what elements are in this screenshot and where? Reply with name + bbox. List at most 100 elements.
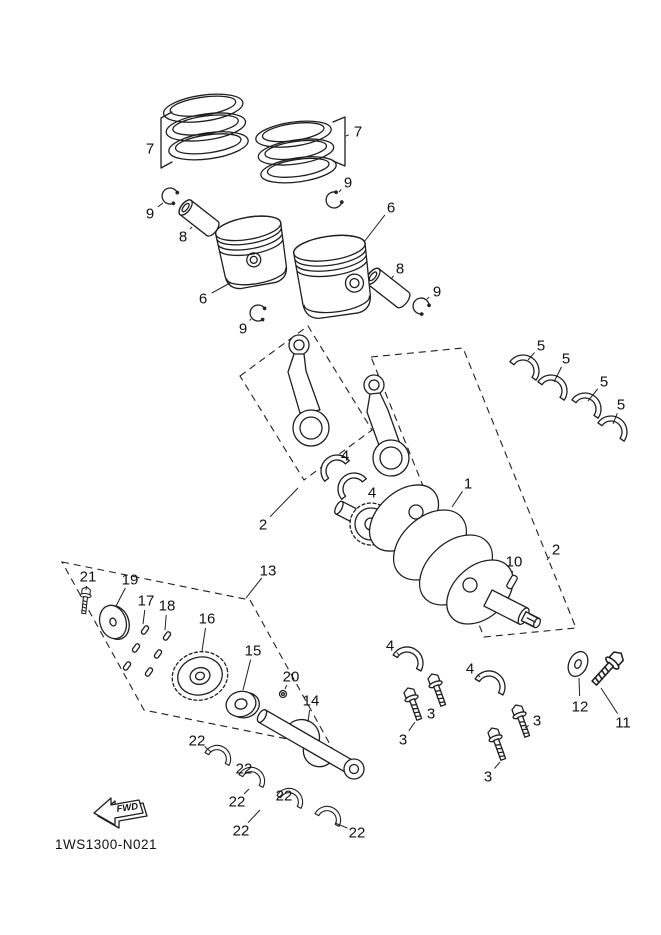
plate-washer-19 <box>98 604 130 640</box>
part-label-7[interactable]: 7 <box>354 123 362 140</box>
leader-line-part-16 <box>201 627 206 652</box>
crank-right-end <box>483 589 542 629</box>
leader-line-part-15 <box>242 659 252 691</box>
leader-line-part-5 <box>587 388 599 402</box>
part-label-8[interactable]: 8 <box>179 228 187 245</box>
bolt-3c <box>484 725 511 763</box>
part-label-14[interactable]: 14 <box>303 692 320 709</box>
part-label-20[interactable]: 20 <box>283 668 300 685</box>
part-label-11[interactable]: 11 <box>615 714 631 731</box>
balancer-gear-16 <box>171 651 229 701</box>
balancer-bearing-22a <box>204 740 236 766</box>
part-label-1[interactable]: 1 <box>464 475 472 492</box>
leader-line-part-19 <box>115 587 126 607</box>
bolt-11 <box>587 647 628 690</box>
small-keys-17-18 <box>122 625 172 677</box>
leader-line-part-22 <box>334 822 348 829</box>
leader-line-part-1 <box>451 491 463 508</box>
part-label-4[interactable]: 4 <box>466 660 474 677</box>
leader-line-part-8 <box>390 275 395 280</box>
leader-line-part-14 <box>307 709 311 723</box>
part-label-22[interactable]: 22 <box>349 824 366 841</box>
leader-line-part-17 <box>142 609 146 625</box>
main-bearing-5c <box>571 386 608 419</box>
part-label-5[interactable]: 5 <box>600 373 608 390</box>
part-label-2[interactable]: 2 <box>552 541 560 558</box>
leader-line-part-3 <box>524 725 529 729</box>
leader-line-part-13 <box>245 577 263 599</box>
connecting-rod-right <box>363 374 410 477</box>
diagram-code: 1WS1300-N021 <box>55 837 157 852</box>
part-label-6[interactable]: 6 <box>387 199 395 216</box>
part-label-3[interactable]: 3 <box>484 768 492 785</box>
part-label-2[interactable]: 2 <box>259 516 267 533</box>
part-label-4[interactable]: 4 <box>341 447 349 464</box>
hub-15 <box>225 690 260 719</box>
leader-line-part-9 <box>426 296 430 300</box>
part-label-5[interactable]: 5 <box>562 350 570 367</box>
part-label-8[interactable]: 8 <box>396 260 404 277</box>
leader-line-part-6 <box>211 282 231 294</box>
part-label-12[interactable]: 12 <box>572 698 589 715</box>
part-label-3[interactable]: 3 <box>427 705 435 722</box>
part-label-22[interactable]: 22 <box>233 822 250 839</box>
leader-line-part-22 <box>247 809 261 824</box>
leader-line-part-6 <box>363 214 386 243</box>
dowel-pin-20 <box>278 689 288 699</box>
part-label-5[interactable]: 5 <box>537 337 545 354</box>
rod-bearing-4d <box>474 664 512 696</box>
part-label-17[interactable]: 17 <box>138 592 155 609</box>
ring-set-left-bracket <box>160 111 173 169</box>
leader-line-part-2 <box>546 556 551 561</box>
part-label-10[interactable]: 10 <box>506 553 523 570</box>
leader-line-part-22 <box>204 746 212 753</box>
balancer-shaft-14 <box>256 709 365 780</box>
leader-line-part-9 <box>338 189 342 193</box>
leader-line-part-10 <box>511 570 513 575</box>
part-label-4[interactable]: 4 <box>368 484 376 501</box>
leader-line-part-4 <box>477 674 481 678</box>
part-label-4[interactable]: 4 <box>386 637 394 654</box>
part-label-3[interactable]: 3 <box>399 731 407 748</box>
circlip-2 <box>325 190 344 209</box>
part-label-22[interactable]: 22 <box>229 793 246 810</box>
bolt-3d <box>508 702 535 740</box>
part-label-22[interactable]: 22 <box>189 732 206 749</box>
washer-12 <box>567 650 589 678</box>
leader-line-part-12 <box>578 677 581 697</box>
leader-line-part-5 <box>553 366 562 383</box>
circlip-3 <box>249 304 267 322</box>
piston-ring-set-left <box>162 93 249 161</box>
leader-line-part-2 <box>269 487 299 518</box>
ring-set-right-bracket <box>332 116 346 167</box>
part-label-9[interactable]: 9 <box>433 283 441 300</box>
part-label-7[interactable]: 7 <box>146 140 154 157</box>
part-label-22[interactable]: 22 <box>276 787 293 804</box>
leader-line-part-18 <box>164 614 167 631</box>
part-label-16[interactable]: 16 <box>199 610 216 627</box>
part-label-21[interactable]: 21 <box>80 568 97 585</box>
part-label-19[interactable]: 19 <box>122 571 139 588</box>
leader-line-part-22 <box>243 788 250 795</box>
leader-lines <box>85 134 619 829</box>
leader-line-part-5 <box>527 352 535 361</box>
part-label-6[interactable]: 6 <box>199 290 207 307</box>
rod-bearing-4b <box>330 465 367 500</box>
piston-pin-right <box>365 267 411 309</box>
leader-line-part-11 <box>600 687 619 714</box>
woodruff-key <box>506 574 518 590</box>
part-label-9[interactable]: 9 <box>146 205 154 222</box>
leader-line-part-3 <box>408 721 416 732</box>
part-label-9[interactable]: 9 <box>344 174 352 191</box>
part-label-18[interactable]: 18 <box>159 597 176 614</box>
leader-line-part-9 <box>249 318 252 321</box>
part-label-15[interactable]: 15 <box>245 642 262 659</box>
part-label-22[interactable]: 22 <box>236 760 253 777</box>
part-label-13[interactable]: 13 <box>260 562 277 579</box>
part-label-3[interactable]: 3 <box>533 712 541 729</box>
part-label-5[interactable]: 5 <box>617 396 625 413</box>
part-label-9[interactable]: 9 <box>239 320 247 337</box>
crankshaft <box>334 484 542 629</box>
